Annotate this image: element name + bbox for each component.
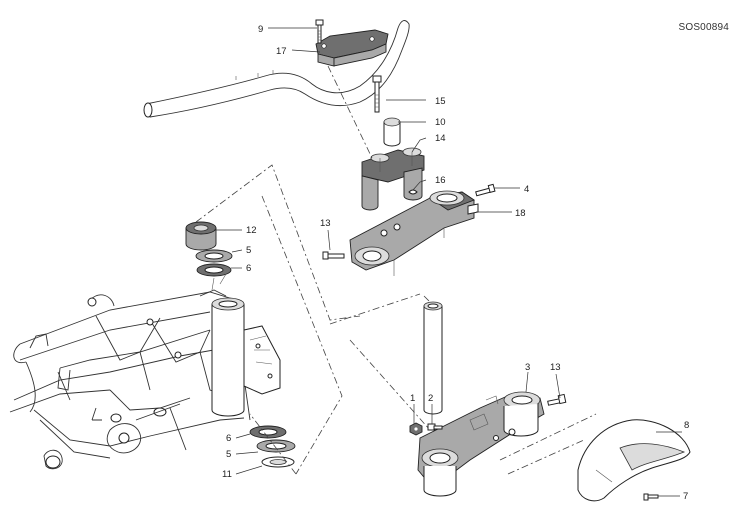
callout-11: 11 <box>222 469 232 480</box>
callout-5-upper: 5 <box>246 245 251 256</box>
upper-triple-clamp <box>349 190 479 276</box>
upper-lock-washer <box>196 263 232 277</box>
callout-14: 14 <box>435 133 446 144</box>
lower-washer <box>256 439 296 453</box>
callout-2: 2 <box>428 393 433 404</box>
lower-triple-clamp <box>417 391 545 497</box>
callout-17: 17 <box>276 46 287 57</box>
handlebar-riser <box>361 147 425 211</box>
callout-15: 15 <box>435 96 446 107</box>
clamp-pinch-bolt-left <box>322 251 345 260</box>
callout-8: 8 <box>684 420 689 431</box>
leader-lines <box>214 27 682 497</box>
retaining-clip <box>408 189 418 195</box>
lower-lock-washer <box>249 425 287 439</box>
upper-washer <box>195 249 233 263</box>
lower-clamp-bolt <box>547 393 567 406</box>
callout-6-upper: 6 <box>246 263 251 274</box>
steering-head-nut <box>185 221 217 251</box>
steering-head-tube <box>199 273 281 417</box>
callout-labels: 9 17 15 10 14 16 4 18 13 12 5 6 3 13 1 2… <box>222 24 689 502</box>
small-screw <box>427 423 443 431</box>
handlebar <box>143 20 410 118</box>
callout-3: 3 <box>525 362 530 373</box>
steering-stem-tube <box>423 301 443 415</box>
hex-nut <box>409 422 423 436</box>
riser-bolt <box>372 75 382 113</box>
fork-cover <box>577 419 691 502</box>
callout-5-lower: 5 <box>226 449 231 460</box>
riser-spacer <box>383 117 401 147</box>
callout-12: 12 <box>246 225 257 236</box>
callout-10: 10 <box>435 117 446 128</box>
clamp-pinch-bolt-upper <box>475 183 496 197</box>
drawing-code: SOS00894 <box>678 22 729 33</box>
cover-screw <box>643 493 659 501</box>
callout-13-upper: 13 <box>320 218 331 229</box>
motorcycle-frame <box>9 291 251 470</box>
callout-18: 18 <box>515 208 526 219</box>
assembly-paths <box>195 65 597 475</box>
callout-13-lower: 13 <box>550 362 561 373</box>
callout-7: 7 <box>683 491 688 502</box>
callout-9: 9 <box>258 24 263 35</box>
lower-bearing-seal <box>261 456 295 468</box>
handlebar-upper-clamp <box>315 29 389 67</box>
clamp-bolt <box>315 19 324 44</box>
callout-6-lower: 6 <box>226 433 231 444</box>
callout-16: 16 <box>435 175 446 186</box>
callout-4: 4 <box>524 184 529 195</box>
callout-1: 1 <box>410 393 415 404</box>
